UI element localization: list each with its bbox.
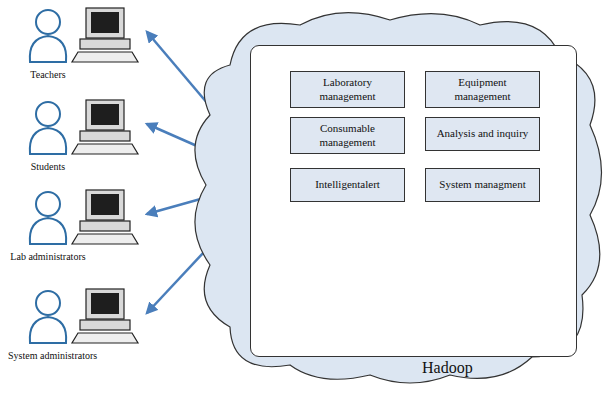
user-computer-icon [8, 283, 143, 349]
module-label: Consumable management [296, 122, 399, 148]
module-box: Laboratory management [290, 71, 405, 108]
module-label: Laboratory management [296, 76, 399, 102]
user-computer-icon [8, 94, 143, 160]
user-computer-icon [8, 2, 143, 68]
user-group: System administrators [8, 283, 143, 365]
screen [91, 12, 119, 33]
person-body [30, 36, 66, 62]
user-computer-icon [8, 184, 143, 250]
module-label: System managment [439, 178, 525, 191]
person-head [36, 102, 60, 126]
user-group: Teachers [8, 2, 143, 84]
computer-case [80, 39, 130, 49]
person-body [30, 317, 66, 343]
user-label: Lab administrators [8, 251, 88, 262]
module-label: Analysis and inquiry [437, 127, 529, 140]
module-label: Intelligentalert [315, 178, 380, 191]
monitor [86, 289, 124, 319]
module-box: Intelligentalert [290, 168, 405, 202]
person-head [36, 192, 60, 216]
monitor [86, 190, 124, 220]
hadoop-cloud: Hadoop Laboratory management Equipment man… [170, 5, 605, 387]
screen [91, 104, 119, 125]
keyboard [72, 144, 138, 154]
keyboard [72, 333, 138, 343]
user-label: System administrators [8, 350, 88, 361]
screen [91, 194, 119, 215]
person-body [30, 218, 66, 244]
cloud-label: Hadoop [422, 359, 473, 377]
monitor [86, 100, 124, 130]
user-label: Students [8, 161, 88, 172]
module-box: Equipment management [425, 71, 540, 108]
computer-case [80, 131, 130, 141]
monitor [86, 8, 124, 38]
person-body [30, 128, 66, 154]
user-group: Students [8, 94, 143, 176]
module-box: Consumable management [290, 117, 405, 154]
module-label: Equipment management [431, 76, 534, 102]
screen [91, 293, 119, 314]
computer-case [80, 221, 130, 231]
keyboard [72, 52, 138, 62]
user-group: Lab administrators [8, 184, 143, 266]
user-label: Teachers [8, 69, 88, 80]
module-box: System managment [425, 168, 540, 202]
computer-case [80, 320, 130, 330]
module-box: Analysis and inquiry [425, 117, 540, 151]
person-head [36, 291, 60, 315]
person-head [36, 10, 60, 34]
keyboard [72, 234, 138, 244]
